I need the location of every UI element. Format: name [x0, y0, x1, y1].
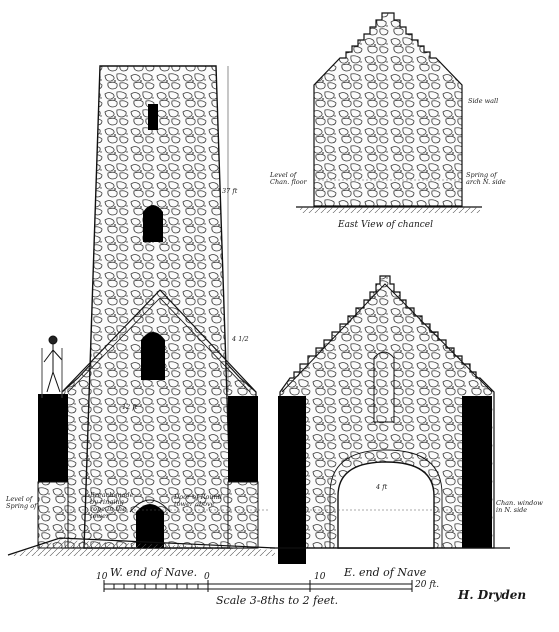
low-dim: 4 ft [376, 483, 388, 491]
east-end-caption: E. end of Nave [344, 566, 427, 579]
gable-dim: 4 1/2 [232, 335, 249, 343]
spring-arch-note: Spring of arch N. side [466, 171, 506, 186]
door-note-left: Breach made by ringing rope in the tower [90, 491, 134, 520]
nave-side-wall-left [38, 394, 68, 482]
level-spring-note: Level of Spring of [6, 495, 37, 510]
nave-side-wall-right [228, 396, 258, 482]
west-end-elevation [7, 65, 276, 556]
blocked-window [373, 351, 395, 423]
scale-label-right: 20 ft. [415, 580, 440, 590]
west-end-caption: W. end of Nave. [110, 566, 198, 579]
scale-bar [103, 580, 413, 592]
scale-caption: Scale 3-8ths to 2 feet. [216, 594, 339, 607]
tower-slit-window [148, 104, 158, 130]
east-end-elevation [270, 275, 510, 564]
tower-height-dim: 37 ft [222, 187, 238, 195]
signature: H. Dryden [458, 588, 527, 602]
tower-window-lower [141, 332, 165, 380]
east-side-wall-left [278, 396, 306, 564]
figure-illustration [41, 335, 63, 398]
side-wall-note: Side wall [468, 97, 499, 105]
chancel-window-note: Chan. window in N. side [496, 499, 543, 514]
scale-label-zero: 0 [204, 572, 210, 582]
mid-dim: 12 ft [122, 403, 138, 411]
east-side-wall-right [462, 396, 492, 548]
scale-label-left: 10 [96, 572, 108, 582]
tower-doorway [136, 504, 164, 548]
east-view-caption: East View of chancel [338, 220, 433, 230]
level-floor-note: Level of Chan. floor [270, 171, 307, 186]
door-note-right: Door of Round tower above [174, 493, 222, 508]
tower-window-upper [143, 205, 163, 242]
chancel-arch [337, 461, 435, 549]
chancel-east-view [296, 12, 482, 213]
scale-label-mid: 10 [314, 572, 326, 582]
